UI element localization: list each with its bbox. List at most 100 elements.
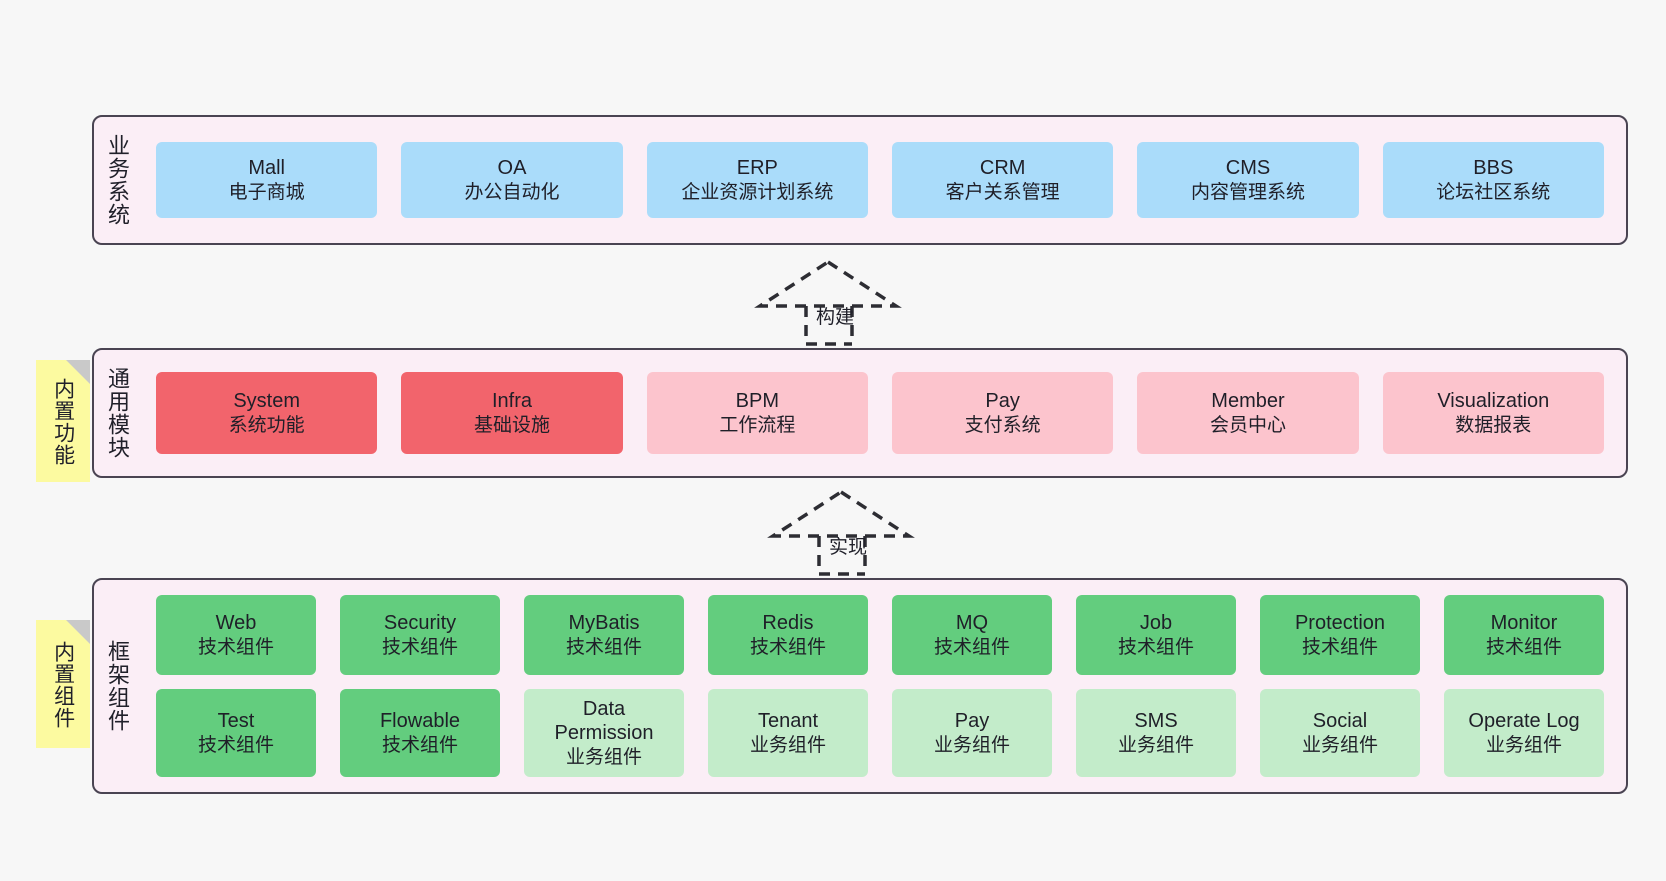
card-oa[interactable]: OA 办公自动化 [401,142,623,218]
card-infra[interactable]: Infra 基础设施 [401,372,623,454]
card-title: Redis [762,612,814,635]
note-builtin-components: 内置组件 [36,620,90,748]
card-row: System 系统功能 Infra 基础设施 BPM 工作流程 Pay 支付系统… [144,372,1616,454]
layer-body-common-modules: System 系统功能 Infra 基础设施 BPM 工作流程 Pay 支付系统… [140,350,1626,476]
card-operate-log[interactable]: Operate Log 业务组件 [1444,689,1604,777]
card-member[interactable]: Member 会员中心 [1137,372,1359,454]
card-title: Pay [954,710,990,733]
card-redis[interactable]: Redis 技术组件 [708,595,868,675]
note-label: 内置组件 [51,641,75,729]
card-data-permission[interactable]: Data Permission 业务组件 [524,689,684,777]
card-title: Pay [985,390,1020,413]
card-subtitle: 系统功能 [228,414,305,436]
card-bpm[interactable]: BPM 工作流程 [646,372,868,454]
card-tenant[interactable]: Tenant 业务组件 [708,689,868,777]
card-title: System [233,390,300,413]
card-subtitle: 论坛社区系统 [1436,181,1551,203]
layer-body-framework-components: Web 技术组件 Security 技术组件 MyBatis 技术组件 Redi… [140,580,1626,792]
card-title: Data Permission [554,698,654,745]
card-title: Operate Log [1468,710,1580,733]
card-title: Monitor [1490,612,1558,635]
card-subtitle: 内容管理系统 [1190,181,1305,203]
layer-common-modules: 通用模块 System 系统功能 Infra 基础设施 BPM 工作流程 Pay… [92,348,1628,478]
card-title: Member [1211,390,1285,413]
layer-framework-components: 框架组件 Web 技术组件 Security 技术组件 MyBatis 技术组件… [92,578,1628,794]
card-cms[interactable]: CMS 内容管理系统 [1137,142,1359,218]
layer-title-business-systems: 业务系统 [104,134,130,226]
card-erp[interactable]: ERP 企业资源计划系统 [646,142,868,218]
note-label: 内置功能 [51,378,75,466]
card-subtitle: 业务组件 [933,734,1010,756]
card-row-business: Test 技术组件 Flowable 技术组件 Data Permission … [144,689,1616,777]
card-subtitle: 技术组件 [933,636,1010,658]
card-mall[interactable]: Mall 电子商城 [156,142,378,218]
card-title: Mall [248,157,285,180]
card-subtitle: 技术组件 [1485,636,1562,658]
card-security[interactable]: Security 技术组件 [340,595,500,675]
card-title: Visualization [1437,390,1550,413]
card-test[interactable]: Test 技术组件 [156,689,316,777]
card-title: Flowable [379,710,461,733]
card-crm[interactable]: CRM 客户关系管理 [891,142,1114,218]
card-title: BPM [735,390,779,413]
card-title: BBS [1473,157,1514,180]
card-subtitle: 技术组件 [749,636,826,658]
card-subtitle: 数据报表 [1455,414,1532,436]
card-mq[interactable]: MQ 技术组件 [892,595,1052,675]
card-subtitle: 技术组件 [1117,636,1194,658]
card-title: Web [215,612,257,635]
card-subtitle: 业务组件 [565,746,642,768]
card-subtitle: 业务组件 [1485,734,1562,756]
card-bbs[interactable]: BBS 论坛社区系统 [1382,142,1604,218]
card-pay-component[interactable]: Pay 业务组件 [892,689,1052,777]
card-monitor[interactable]: Monitor 技术组件 [1444,595,1604,675]
card-subtitle: 支付系统 [964,414,1041,436]
connector-implement: 实现 [767,489,923,576]
connector-implement-label: 实现 [829,537,868,558]
card-subtitle: 技术组件 [197,636,274,658]
card-visualization[interactable]: Visualization 数据报表 [1382,372,1604,454]
card-title: Test [217,710,255,733]
note-fold-corner-icon [66,360,90,384]
card-title: CRM [979,157,1026,180]
card-title: Social [1312,710,1368,733]
card-subtitle: 会员中心 [1209,414,1286,436]
layer-business-systems: 业务系统 Mall 电子商城 OA 办公自动化 ERP 企业资源计划系统 CRM… [92,115,1628,245]
card-sms[interactable]: SMS 业务组件 [1076,689,1236,777]
card-subtitle: 客户关系管理 [945,181,1060,203]
card-row: Mall 电子商城 OA 办公自动化 ERP 企业资源计划系统 CRM 客户关系… [144,142,1616,218]
card-system[interactable]: System 系统功能 [156,372,378,454]
card-mybatis[interactable]: MyBatis 技术组件 [524,595,684,675]
card-flowable[interactable]: Flowable 技术组件 [340,689,500,777]
card-title: Security [383,612,457,635]
card-subtitle: 技术组件 [381,636,458,658]
card-social[interactable]: Social 业务组件 [1260,689,1420,777]
card-subtitle: 办公自动化 [464,181,560,203]
note-builtin-features: 内置功能 [36,360,90,482]
card-job[interactable]: Job 技术组件 [1076,595,1236,675]
card-subtitle: 电子商城 [228,181,305,203]
card-title: OA [497,157,527,180]
card-web[interactable]: Web 技术组件 [156,595,316,675]
card-title: CMS [1225,157,1271,180]
card-subtitle: 技术组件 [1301,636,1378,658]
card-title: MyBatis [568,612,640,635]
layer-title-framework-components: 框架组件 [104,640,130,732]
card-title: SMS [1134,710,1178,733]
generalization-arrow-icon [754,259,902,346]
card-title: Job [1139,612,1173,635]
card-pay-module[interactable]: Pay 支付系统 [891,372,1114,454]
card-subtitle: 业务组件 [1301,734,1378,756]
layer-body-business-systems: Mall 电子商城 OA 办公自动化 ERP 企业资源计划系统 CRM 客户关系… [140,117,1626,243]
note-fold-corner-icon [66,620,90,644]
card-subtitle: 业务组件 [1117,734,1194,756]
connector-build: 构建 [754,259,910,346]
card-title: Infra [491,390,532,413]
card-title: MQ [955,612,989,635]
card-subtitle: 基础设施 [473,414,550,436]
generalization-arrow-icon [767,489,915,576]
card-title: Tenant [757,710,819,733]
card-protection[interactable]: Protection 技术组件 [1260,595,1420,675]
card-subtitle: 技术组件 [565,636,642,658]
